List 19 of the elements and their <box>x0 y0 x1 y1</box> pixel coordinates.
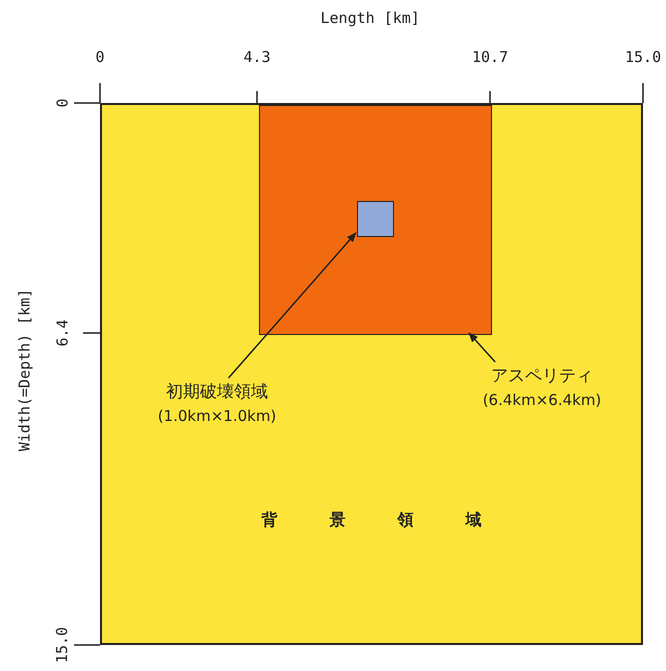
region-name: 初期破壊領域 <box>165 381 269 404</box>
initial-rupture-box <box>357 201 394 237</box>
axis-title: Width(=Depth) [km] <box>14 288 33 452</box>
region-name: アスペリティ <box>490 365 594 388</box>
tick-label: 10.7 <box>472 48 508 66</box>
tick-label: 15.0 <box>53 626 72 664</box>
region-label: 背景領域 <box>260 510 534 531</box>
size-label: (6.4km×6.4km) <box>482 390 602 411</box>
tick-label: 0 <box>96 48 105 66</box>
tick-label: 0 <box>53 98 72 108</box>
tick-label: 4.3 <box>244 48 271 66</box>
asperity-box <box>259 105 492 335</box>
leader-arrow <box>228 232 356 378</box>
tick-label: 6.4 <box>53 319 72 347</box>
axis-title: Length [km] <box>320 9 420 27</box>
size-label: (1.0km×1.0km) <box>156 406 278 427</box>
background-region-box <box>100 103 643 645</box>
leader-arrow <box>468 332 496 362</box>
tick-label: 15.0 <box>625 48 662 66</box>
